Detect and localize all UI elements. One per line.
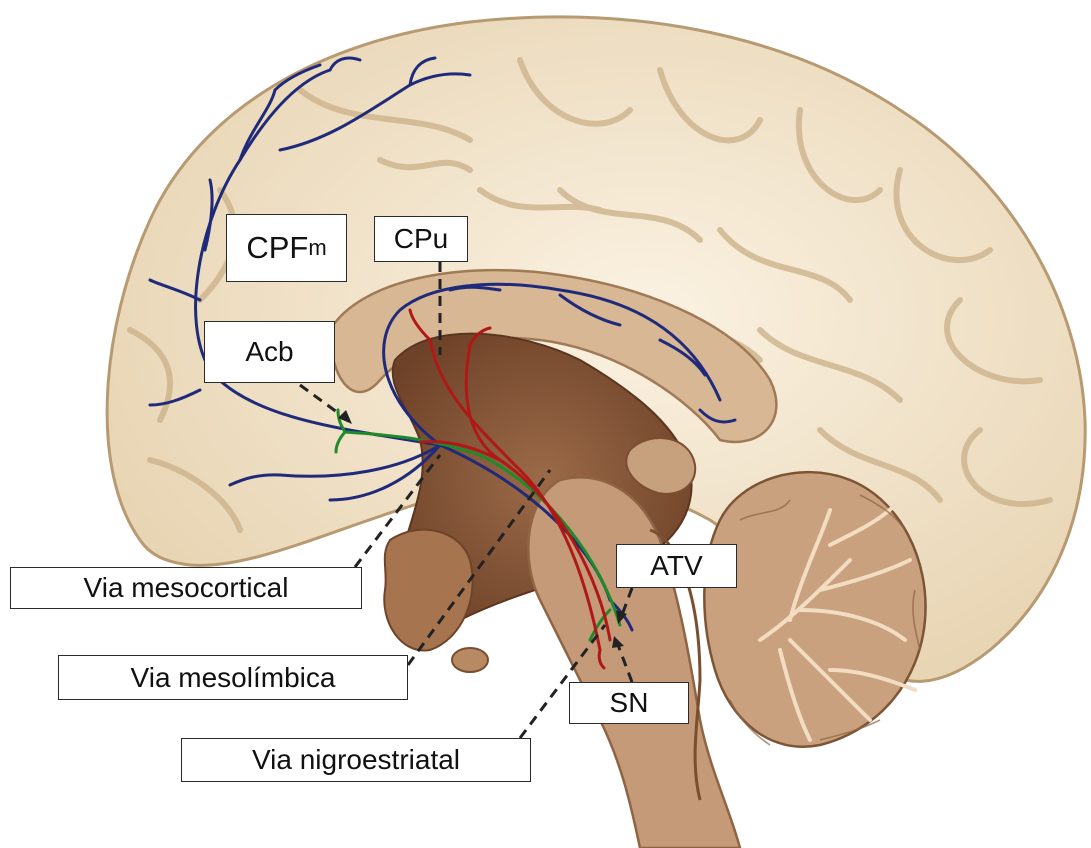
label-cpu: CPu xyxy=(374,216,468,262)
label-cpfm-main: CPF xyxy=(246,230,308,266)
label-atv: ATV xyxy=(616,544,737,588)
label-acb: Acb xyxy=(204,321,335,383)
label-via-mesolimbica: Via mesolímbica xyxy=(58,655,408,700)
brainstem xyxy=(528,478,740,848)
label-sn: SN xyxy=(569,682,689,724)
label-via-mesocortical: Via mesocortical xyxy=(10,567,362,609)
label-cpfm-subscript: m xyxy=(308,235,326,261)
hypothalamus-region xyxy=(384,530,472,651)
label-via-nigroestriatal: Via nigroestriatal xyxy=(181,738,531,782)
pituitary xyxy=(452,648,488,672)
